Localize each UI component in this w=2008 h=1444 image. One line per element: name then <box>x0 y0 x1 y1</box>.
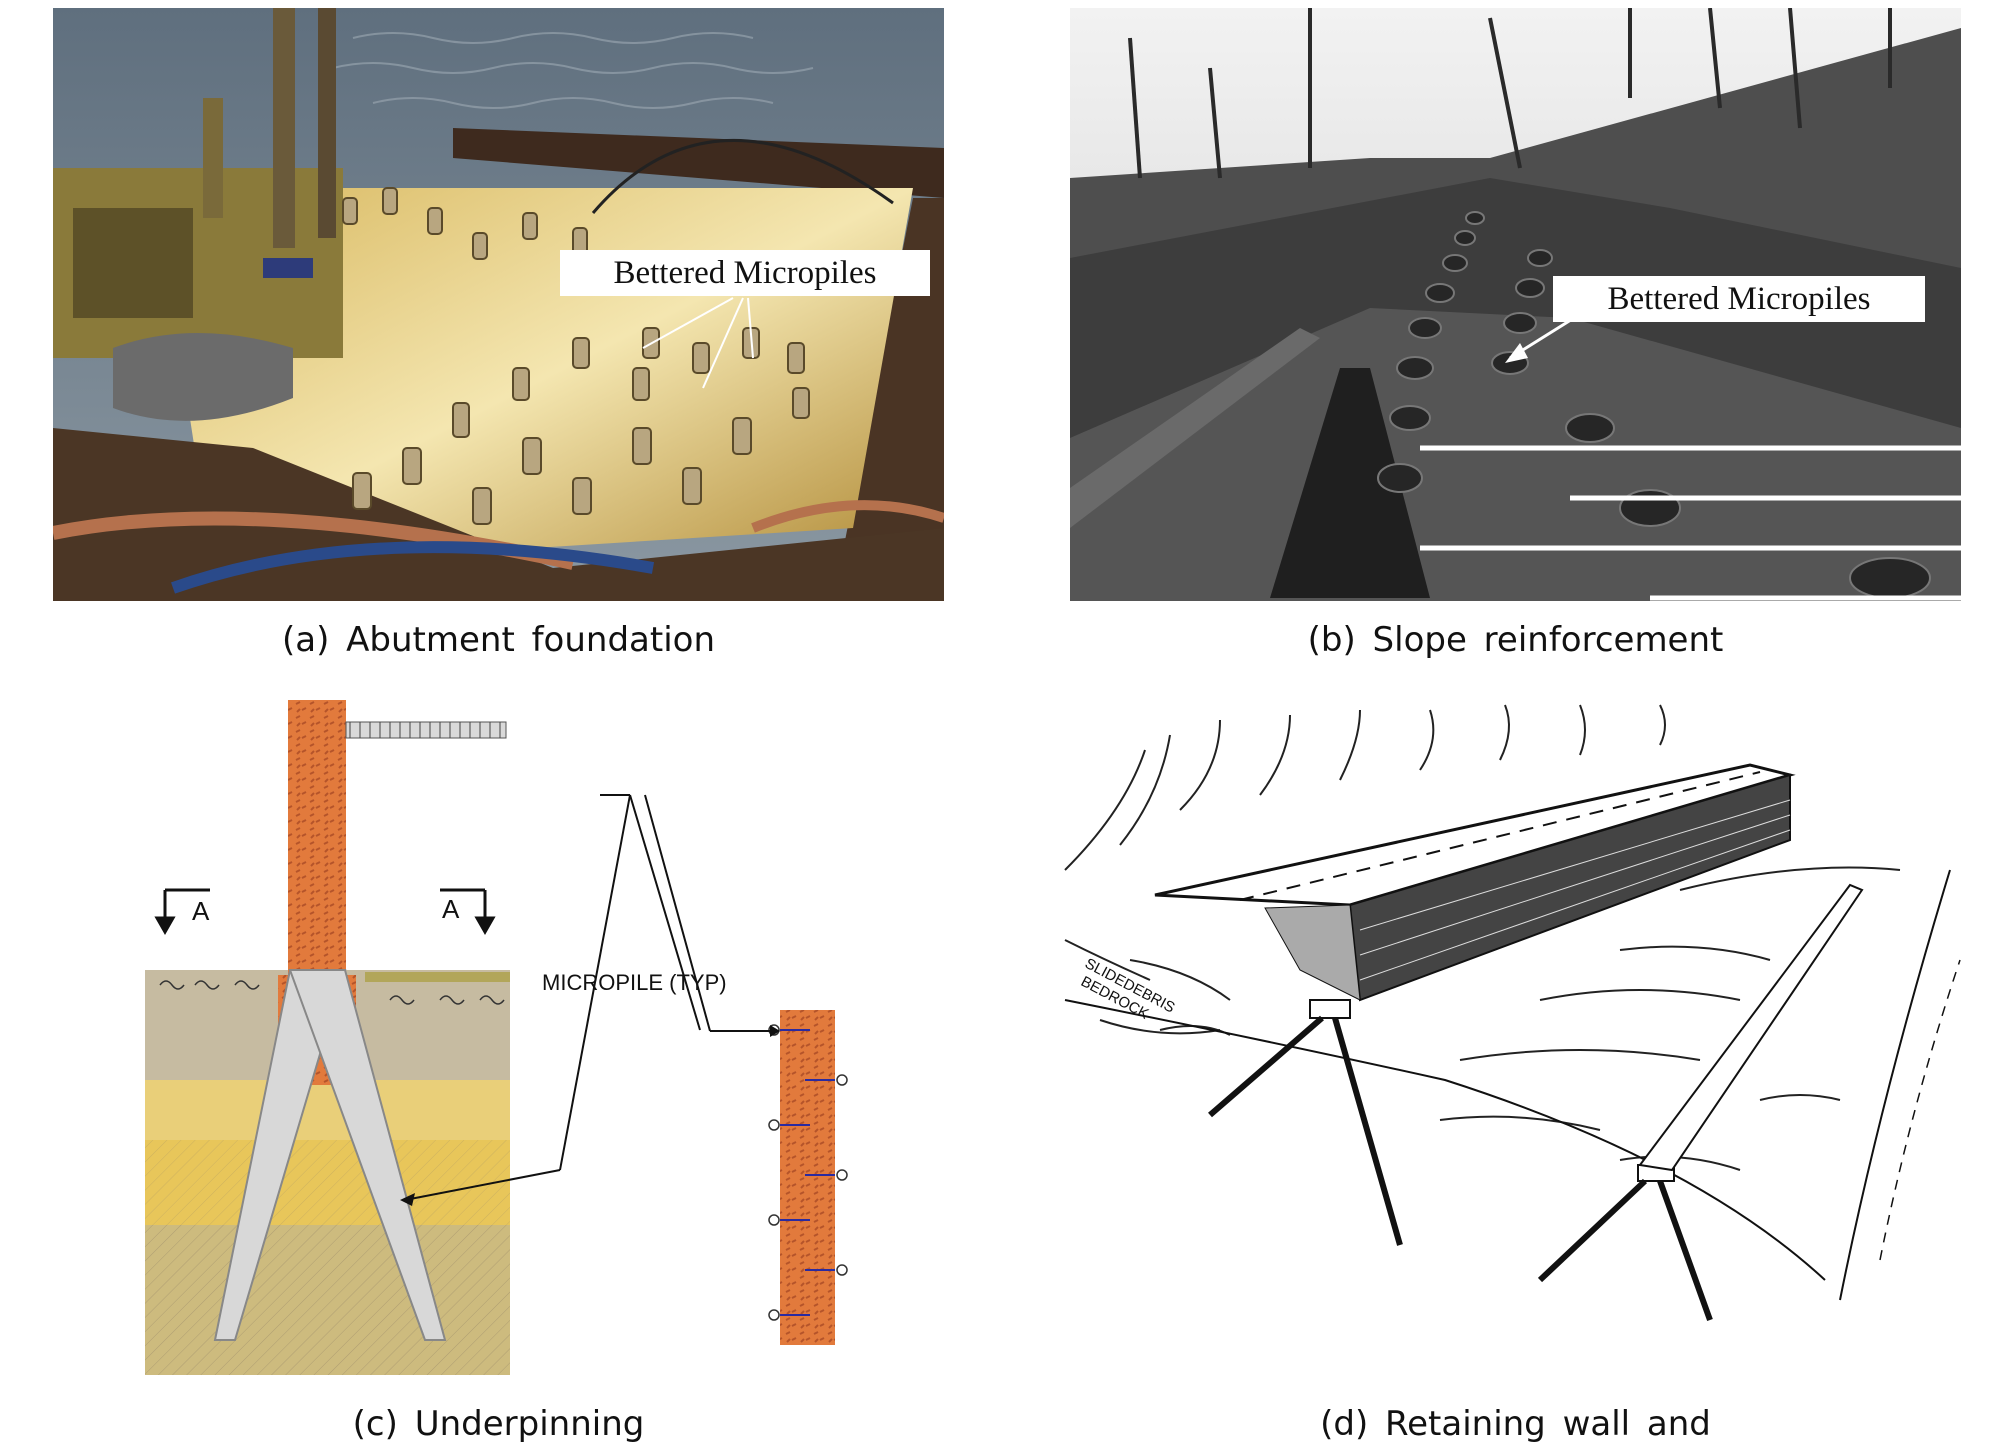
section-marker-right: A <box>442 894 460 924</box>
diagram-retaining-wall: SLIDEDEBRIS BEDROCK <box>1060 700 1970 1380</box>
abutment-callout-label: Bettered Micropiles <box>560 250 930 296</box>
caption-slope-reinforcement: (b) Slope reinforcement <box>1307 620 1724 660</box>
abutment-photo-illustration <box>53 8 944 601</box>
caption-retaining-wall: (d) Retaining wall and <box>1320 1404 1711 1444</box>
retaining-wall-diagram <box>1064 704 1961 1322</box>
photo-abutment-foundation: Bettered Micropiles <box>53 8 944 601</box>
caption-underpinning: (c) Underpinning <box>352 1404 645 1444</box>
caption-abutment-foundation: (a) Abutment foundation <box>281 620 716 660</box>
underpinning-diagram <box>145 700 848 1375</box>
micropile-callout-label: MICROPILE (TYP) <box>542 970 727 995</box>
section-marker-left: A <box>192 896 210 926</box>
slope-callout-label: Bettered Micropiles <box>1553 276 1925 322</box>
diagram-underpinning: A A MICROPILE (TYP) <box>140 700 880 1385</box>
photo-slope-reinforcement: Bettered Micropiles <box>1070 8 1961 601</box>
